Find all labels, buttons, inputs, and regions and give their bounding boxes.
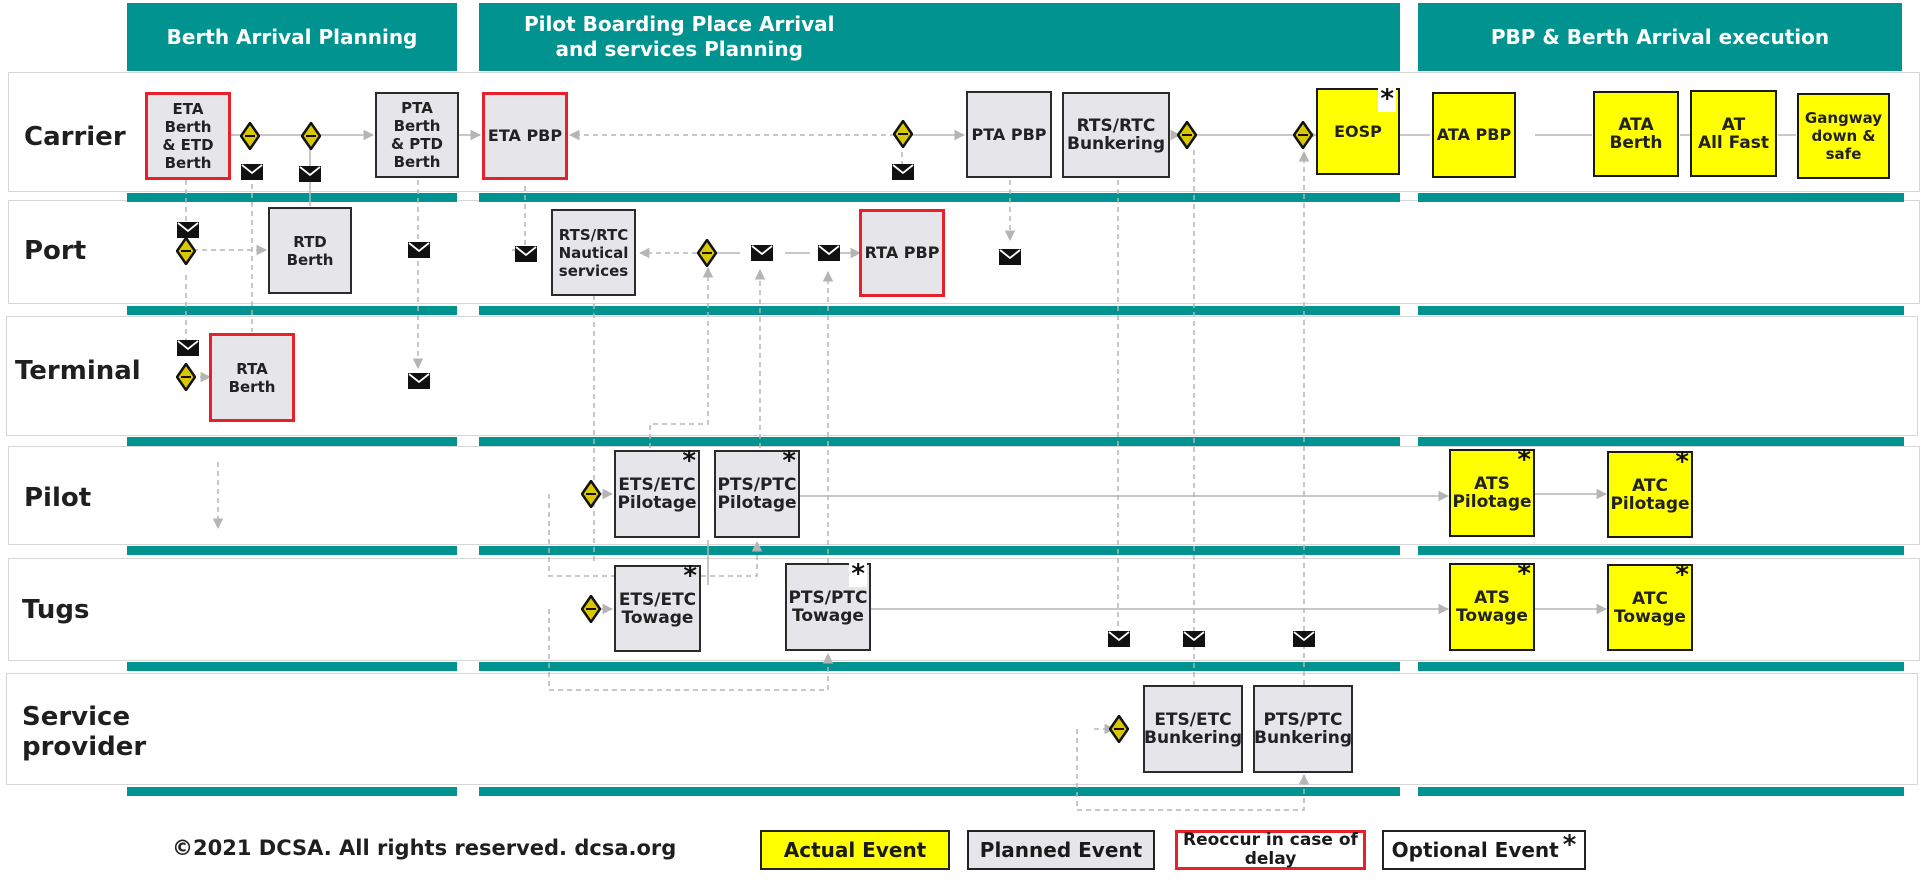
lane-label-pilot: Pilot bbox=[24, 483, 92, 513]
event-ats-pilotage-label: ATS Pilotage bbox=[1452, 474, 1532, 512]
event-ets-bunkering: ETS/ETC Bunkering bbox=[1143, 685, 1243, 773]
event-rta-pbp: RTA PBP bbox=[859, 209, 945, 297]
event-ats-towage-label: ATS Towage bbox=[1456, 588, 1528, 626]
event-pta-berth: PTA Berth & PTD Berth bbox=[375, 92, 459, 178]
lane-label-carrier: Carrier bbox=[24, 122, 126, 152]
optional-star-icon: * bbox=[682, 446, 696, 476]
optional-star-icon: * bbox=[683, 561, 697, 591]
legend-actual-event: Actual Event bbox=[760, 830, 950, 870]
event-pta-pbp: PTA PBP bbox=[966, 91, 1052, 178]
legend-optional-event: Optional Event * bbox=[1382, 830, 1586, 870]
event-rta-berth: RTA Berth bbox=[209, 333, 295, 422]
legend-reoccur-event: Reoccur in case of delay bbox=[1175, 830, 1366, 870]
optional-star-icon: * bbox=[1517, 445, 1531, 475]
event-rtd-berth: RTD Berth bbox=[268, 207, 352, 294]
optional-star-icon: * bbox=[1562, 829, 1577, 860]
event-gangway-down: Gangway down & safe bbox=[1797, 93, 1890, 179]
event-pts-towage-label: PTS/PTC Towage bbox=[788, 588, 868, 626]
event-rts-bunkering: RTS/RTC Bunkering bbox=[1062, 92, 1170, 178]
event-pts-towage: PTS/PTC Towage* bbox=[785, 559, 871, 651]
header-pbp-services-planning: Pilot Boarding Place Arrival and service… bbox=[479, 3, 1400, 71]
event-ets-towage: ETS/ETC Towage* bbox=[614, 561, 701, 652]
event-atc-pilotage: ATC Pilotage* bbox=[1607, 447, 1693, 538]
lane-service-provider bbox=[6, 673, 1918, 785]
optional-star-icon: * bbox=[849, 559, 867, 589]
event-ats-towage: ATS Towage* bbox=[1449, 559, 1535, 651]
event-atc-pilotage-label: ATC Pilotage bbox=[1610, 475, 1690, 514]
optional-star-icon: * bbox=[1378, 84, 1396, 114]
event-eosp-label: EOSP bbox=[1334, 121, 1382, 141]
lane-label-service-provider: Service provider bbox=[22, 702, 147, 762]
lane-label-terminal: Terminal bbox=[15, 356, 141, 386]
event-ats-pilotage: ATS Pilotage* bbox=[1449, 445, 1535, 537]
event-pts-pilotage: PTS/PTC Pilotage* bbox=[714, 446, 800, 538]
event-atc-towage-label: ATC Towage bbox=[1614, 588, 1686, 627]
event-pts-pilotage-label: PTS/PTC Pilotage bbox=[717, 475, 797, 513]
event-ets-towage-label: ETS/ETC Towage bbox=[618, 589, 697, 628]
optional-star-icon: * bbox=[1675, 447, 1689, 477]
legend-optional-label: Optional Event bbox=[1391, 837, 1559, 862]
event-atc-towage: ATC Towage* bbox=[1607, 560, 1693, 651]
header-pbp-berth-execution: PBP & Berth Arrival execution bbox=[1418, 3, 1902, 71]
event-ata-pbp: ATA PBP bbox=[1432, 92, 1516, 178]
event-eta-berth: ETA Berth & ETD Berth bbox=[145, 92, 231, 180]
copyright-text: ©2021 DCSA. All rights reserved. dcsa.or… bbox=[172, 836, 677, 860]
lane-label-tugs: Tugs bbox=[22, 595, 90, 625]
header-pbp-services-planning-text: Pilot Boarding Place Arrival and service… bbox=[524, 12, 835, 61]
event-at-all-fast: AT All Fast bbox=[1690, 90, 1777, 177]
legend-planned-event: Planned Event bbox=[967, 830, 1155, 870]
event-ets-pilotage-label: ETS/ETC Pilotage bbox=[617, 475, 697, 513]
event-ets-pilotage: ETS/ETC Pilotage* bbox=[614, 446, 700, 538]
lane-terminal bbox=[6, 316, 1918, 436]
optional-star-icon: * bbox=[1675, 560, 1689, 590]
event-pts-bunkering: PTS/PTC Bunkering bbox=[1253, 685, 1353, 773]
event-eosp: EOSP * bbox=[1316, 84, 1400, 175]
optional-star-icon: * bbox=[1517, 559, 1531, 589]
optional-star-icon: * bbox=[782, 446, 796, 476]
event-ata-berth: ATA Berth bbox=[1593, 91, 1679, 177]
event-eta-pbp: ETA PBP bbox=[482, 92, 568, 180]
header-berth-arrival-planning: Berth Arrival Planning bbox=[127, 3, 457, 71]
lane-label-port: Port bbox=[24, 236, 87, 266]
event-rts-nautical: RTS/RTC Nautical services bbox=[551, 209, 636, 296]
